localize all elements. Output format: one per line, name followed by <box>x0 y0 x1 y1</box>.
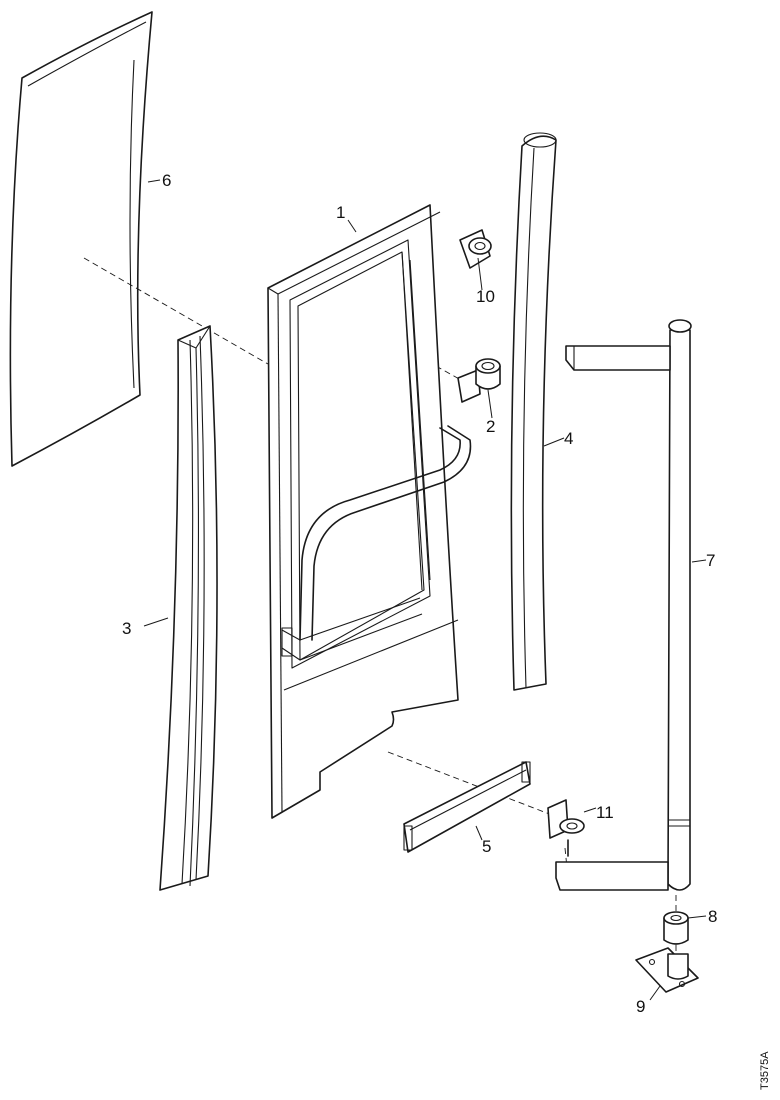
part-1-door-panel <box>267 204 472 819</box>
leader-lines <box>143 179 707 1001</box>
callout-7: 7 <box>706 551 715 570</box>
callout-11: 11 <box>596 803 614 822</box>
part-4-right-post <box>510 132 557 691</box>
part-10-upper-hinge <box>459 229 492 269</box>
callout-8: 8 <box>708 907 717 926</box>
part-6-glass-pane <box>9 11 153 467</box>
part-11-lower-hinge <box>547 799 585 857</box>
reference-code: T3575A <box>759 1051 771 1090</box>
callout-6: 6 <box>162 171 171 190</box>
part-9-base-plate <box>635 947 699 993</box>
callout-1: 1 <box>336 203 345 222</box>
callout-10: 10 <box>476 287 495 306</box>
callout-labels: 1 2 3 4 5 6 7 8 9 10 11 <box>122 171 717 1016</box>
callout-5: 5 <box>482 837 491 856</box>
part-7-hinge-rod <box>555 319 692 891</box>
part-3-left-post <box>159 325 218 891</box>
callout-3: 3 <box>122 619 131 638</box>
part-8-bushing <box>663 911 689 945</box>
part-5-bottom-bracket <box>403 761 531 853</box>
callout-4: 4 <box>564 429 573 448</box>
callout-2: 2 <box>486 417 495 436</box>
part-2-mid-hinge <box>457 358 501 403</box>
callout-9: 9 <box>636 997 645 1016</box>
